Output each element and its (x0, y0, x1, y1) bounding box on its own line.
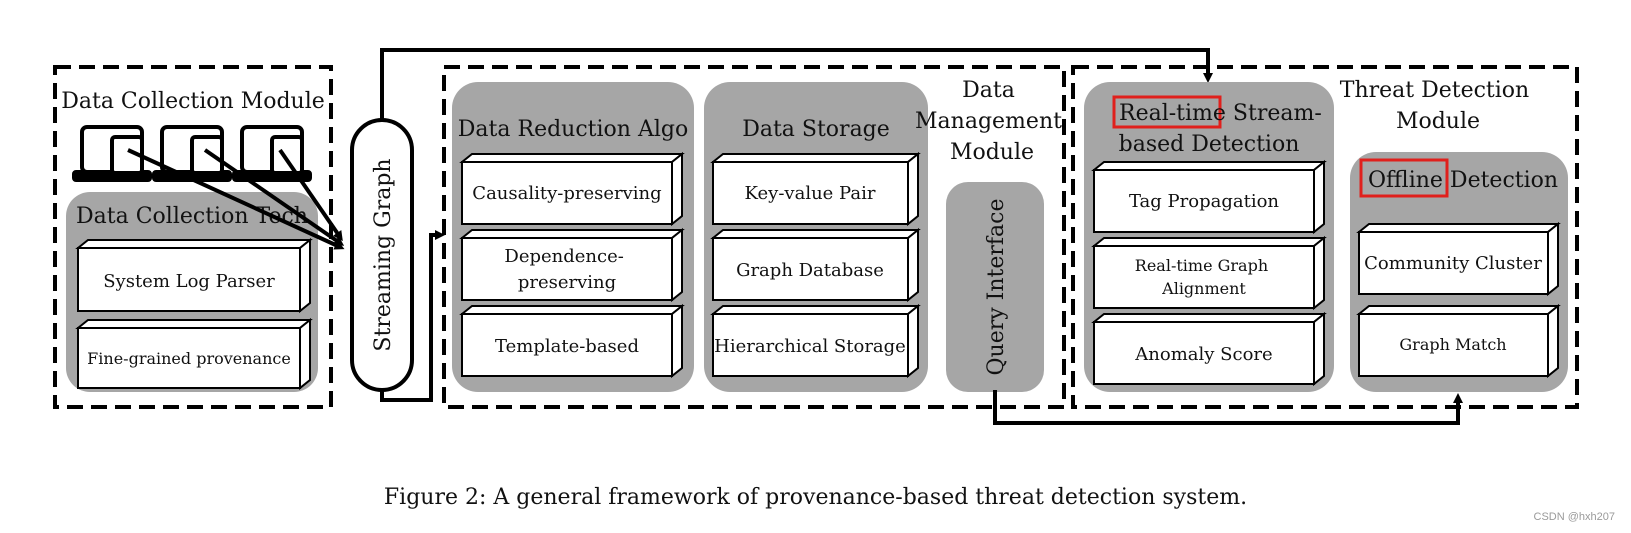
template-based-label: Template-based (495, 336, 639, 357)
data-management-module-title: Data Management Module (915, 78, 1069, 165)
computer-icon (152, 125, 232, 182)
query-interface-panel (946, 182, 1044, 392)
dependence-preserving-line2: preserving (518, 272, 616, 293)
collection-arrows (127, 148, 345, 250)
dependence-preserving-label: Dependence- preserving (504, 246, 629, 293)
tag-propagation-box: Tag Propagation (1091, 159, 1327, 235)
realtime-title-highlight: Real-time (1119, 101, 1226, 126)
data-management-title-line1: Data (962, 78, 1015, 103)
tag-propagation-label: Tag Propagation (1129, 191, 1279, 212)
threat-detection-title-line1: Threat Detection (1340, 78, 1529, 103)
offline-highlight-box (1359, 158, 1449, 198)
computer-icon (232, 125, 312, 182)
threat-detection-title-line2: Module (1396, 109, 1480, 134)
computer-icons (72, 125, 312, 182)
data-storage-title: Data Storage (742, 117, 890, 142)
realtime-detection-title: Real-time Stream- (1119, 101, 1322, 126)
threat-detection-module-title: Threat Detection Module (1340, 78, 1536, 134)
system-log-parser-box: System Log Parser (75, 237, 313, 314)
anomaly-score-box: Anomaly Score (1091, 311, 1327, 387)
community-cluster-box: Community Cluster (1356, 221, 1561, 297)
streaming-graph-label: Streaming Graph (371, 158, 396, 351)
offline-title-highlight: Offline (1368, 168, 1443, 193)
template-based-box: Template-based (459, 303, 685, 379)
system-log-parser-label: System Log Parser (103, 271, 275, 292)
dependence-preserving-box: Dependence- preserving (459, 227, 685, 303)
data-management-title-line3: Module (950, 140, 1034, 165)
realtime-graph-alignment-box: Real-time Graph Alignment (1091, 235, 1327, 311)
offline-title-rest: Detection (1443, 168, 1558, 193)
streaming-graph-connectors (380, 48, 1213, 402)
causality-preserving-label: Causality-preserving (472, 183, 661, 204)
realtime-graph-alignment-line1: Real-time Graph (1135, 256, 1268, 275)
hierarchical-storage-box: Hierarchical Storage (710, 303, 921, 379)
graph-match-box: Graph Match (1356, 303, 1561, 379)
community-cluster-label: Community Cluster (1364, 253, 1542, 274)
data-collection-module-title: Data Collection Module (61, 89, 325, 114)
causality-preserving-box: Causality-preserving (459, 151, 685, 227)
computer-icon (72, 125, 152, 182)
key-value-pair-box: Key-value Pair (710, 151, 921, 227)
realtime-graph-alignment-line2: Alignment (1161, 279, 1246, 298)
fine-grained-provenance-label: Fine-grained provenance (87, 349, 291, 368)
key-value-pair-label: Key-value Pair (745, 183, 876, 204)
anomaly-score-label: Anomaly Score (1134, 344, 1272, 365)
realtime-highlight-box (1112, 95, 1222, 129)
threat-detection-module-border (1071, 65, 1579, 409)
graph-database-box: Graph Database (710, 227, 921, 303)
graph-database-label: Graph Database (736, 260, 884, 281)
realtime-detection-title-line2: based Detection (1119, 132, 1300, 157)
graph-match-label: Graph Match (1399, 335, 1506, 354)
framework-diagram: Data Collection Module Data Collection T… (53, 48, 1579, 425)
realtime-graph-alignment-label: Real-time Graph Alignment (1135, 256, 1273, 298)
fine-grained-provenance-box: Fine-grained provenance (75, 317, 313, 391)
dependence-preserving-line1: Dependence- (504, 246, 623, 267)
data-management-title-line2: Management (915, 109, 1062, 134)
hierarchical-storage-label: Hierarchical Storage (714, 336, 906, 357)
watermark: CSDN @hxh207 (1533, 511, 1615, 523)
query-interface-label: Query Interface (984, 199, 1009, 376)
realtime-title-rest: Stream- (1226, 101, 1322, 126)
offline-detection-title: Offline Detection (1368, 168, 1558, 193)
data-reduction-title: Data Reduction Algo (458, 117, 688, 142)
figure-caption: Figure 2: A general framework of provena… (383, 485, 1248, 510)
query-to-offline-arrow (993, 390, 1463, 425)
